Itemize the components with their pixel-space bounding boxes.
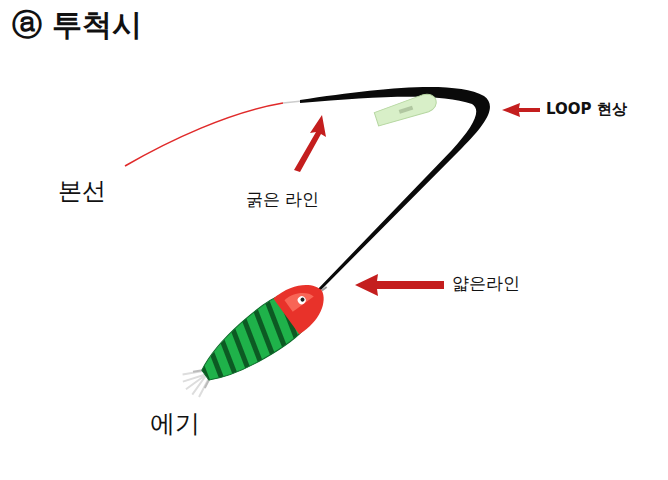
leader-line: [300, 87, 490, 293]
main-line: [125, 103, 283, 166]
part-label: 굵은 라인: [246, 190, 319, 209]
part-label: 에기: [150, 410, 200, 438]
part-label: 본선: [58, 178, 106, 204]
pointer-arrow: [294, 103, 540, 296]
float: [374, 91, 439, 127]
egi-lure: [173, 269, 340, 408]
part-label: LOOP 현상: [546, 101, 627, 118]
knot: [283, 101, 302, 103]
part-label: 얇은라인: [452, 274, 520, 293]
title: ⓐ 투척시: [12, 8, 142, 41]
